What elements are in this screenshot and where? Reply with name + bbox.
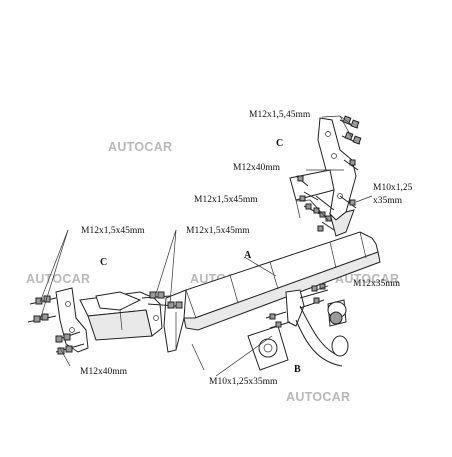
label-m10-top-line1: M10x1,25 [373,183,413,193]
label-b: B [294,364,301,375]
label-left-bolt-2: M12x1,5x45mm [186,226,250,236]
label-mid-m12x40: M12x40mm [233,163,281,173]
label-bottom-m12x40: M12x40mm [80,367,128,377]
label-bottom-m10: M10x1,25x35mm [209,377,278,387]
socket-plate [247,311,291,371]
label-a: A [244,250,252,261]
leader-lines [39,115,373,377]
left-side-bracket [55,287,163,353]
label-top-c: C [276,138,283,149]
label-left-bolt-1: M12x1,5x45mm [81,226,145,236]
ball-mount [285,283,349,367]
label-right-bolt: M12x35mm [353,279,401,289]
watermark: AUTOCAR [286,390,350,404]
left-bolt-set [27,291,183,355]
watermark: AUTOCAR [26,272,90,286]
watermark: AUTOCAR [335,272,399,286]
main-crossbar [163,231,381,353]
watermark: AUTOCAR [108,140,172,154]
right-bolt-set [295,115,362,232]
label-top-bolt: M12x1,5,45mm [249,110,311,120]
label-left-c: C [100,257,107,268]
label-m10-top-line2: x35mm [373,196,403,206]
label-center-bolt: M12x1,5x45mm [194,195,258,205]
